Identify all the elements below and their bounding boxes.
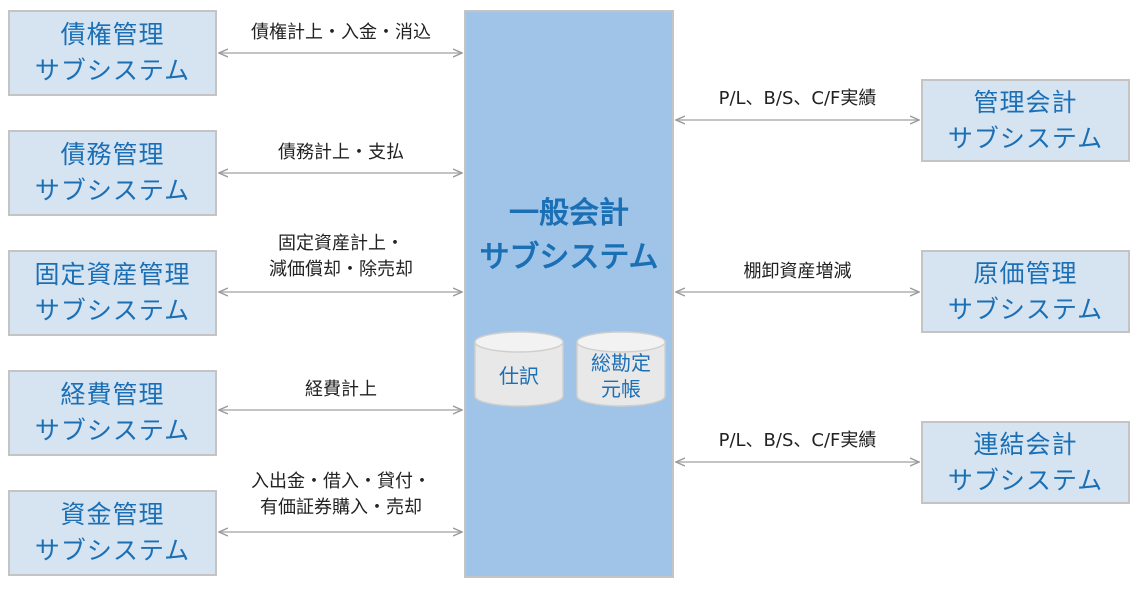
box-label: サブシステム: [947, 294, 1104, 324]
center-title-line1: 一般会計: [509, 196, 629, 231]
box-label: 資金管理: [60, 500, 165, 529]
connector-label-funds: 入出金・借入・貸付・ 有価証券購入・売却: [251, 471, 431, 518]
box-label: 管理会計: [973, 87, 1078, 117]
center-title: 一般会計 サブシステム: [466, 192, 672, 280]
box-label: サブシステム: [34, 536, 191, 565]
box-funds: 資金管理 サブシステム: [8, 490, 217, 576]
box-label: 連結会計: [973, 429, 1078, 459]
cylinder-icon: [576, 331, 666, 407]
connector-label-expenses: 経費計上: [305, 379, 377, 400]
database-journal: 仕訳: [474, 330, 564, 410]
box-label: 固定資産管理: [34, 260, 191, 289]
connector-label-management-accounting: P/L、B/S、C/F実績: [718, 88, 877, 109]
box-label: 債権管理: [60, 20, 165, 49]
db-label: 総勘定: [591, 351, 651, 375]
center-title-line2: サブシステム: [479, 240, 659, 275]
database-general-ledger: 総勘定 元帳: [576, 330, 666, 410]
box-management-accounting: 管理会計 サブシステム: [921, 79, 1130, 162]
db-label: 元帳: [601, 377, 641, 401]
db-label: 仕訳: [499, 364, 539, 388]
box-receivables: 債権管理 サブシステム: [8, 10, 217, 96]
box-label: サブシステム: [34, 56, 191, 85]
connector-label-cost-management: 棚卸資産増減: [743, 261, 852, 282]
box-expenses: 経費管理 サブシステム: [8, 370, 217, 456]
box-general-accounting: 一般会計 サブシステム 仕訳 総勘定 元帳: [464, 10, 674, 578]
box-fixed-assets: 固定資産管理 サブシステム: [8, 250, 217, 336]
connector-label-receivables: 債権計上・入金・消込: [251, 22, 431, 43]
box-label: サブシステム: [34, 176, 191, 205]
box-label: 原価管理: [973, 258, 1078, 288]
box-label: 債務管理: [60, 140, 165, 169]
box-consolidated-accounting: 連結会計 サブシステム: [921, 421, 1130, 504]
box-label: サブシステム: [947, 465, 1104, 495]
box-cost-management: 原価管理 サブシステム: [921, 250, 1130, 333]
box-label: 経費管理: [60, 380, 165, 409]
cylinder-icon: [474, 331, 564, 407]
connector-label-payables: 債務計上・支払: [278, 142, 404, 163]
box-payables: 債務管理 サブシステム: [8, 130, 217, 216]
box-label: サブシステム: [34, 296, 191, 325]
box-label: サブシステム: [34, 416, 191, 445]
box-label: サブシステム: [947, 123, 1104, 153]
connector-label-fixed-assets: 固定資産計上・ 減価償却・除売却: [269, 233, 413, 280]
connector-label-consolidated-accounting: P/L、B/S、C/F実績: [718, 430, 877, 451]
